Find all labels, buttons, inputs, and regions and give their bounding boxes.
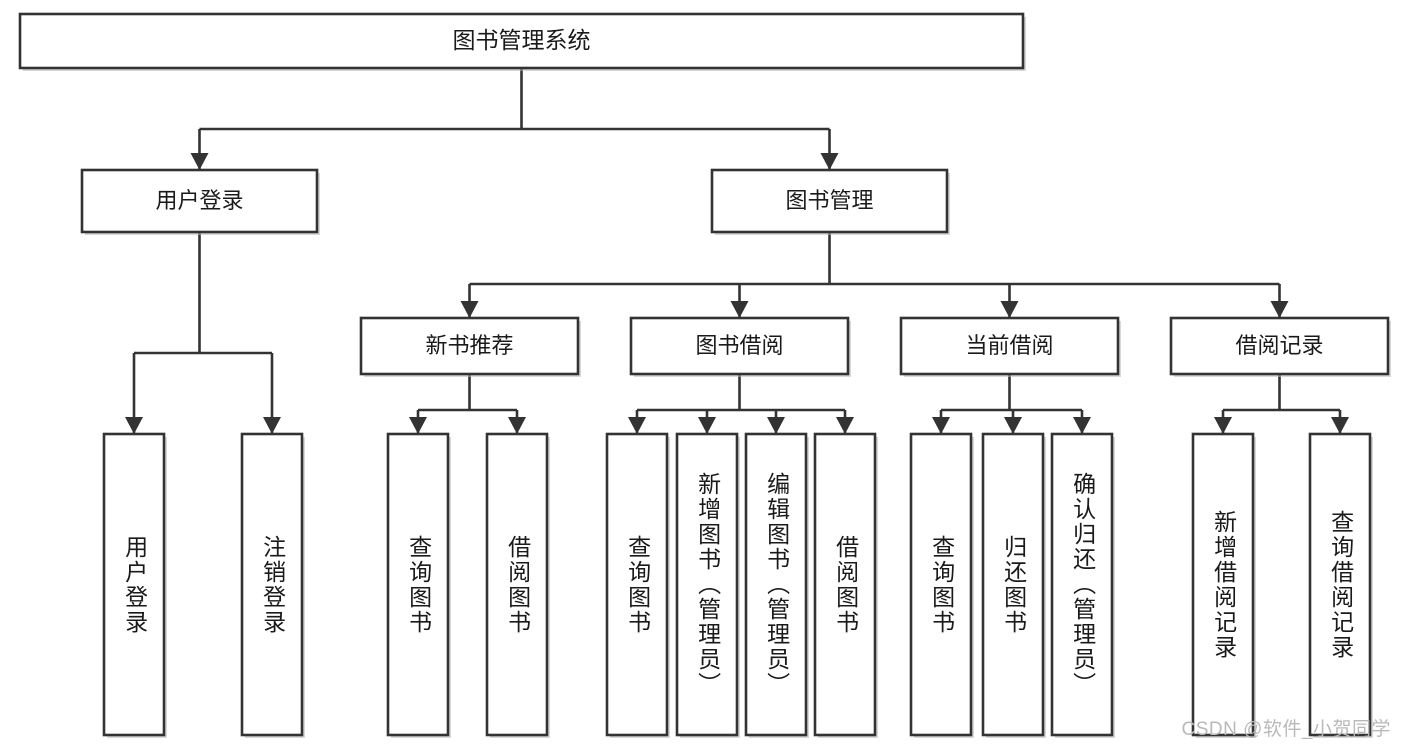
node-box-borrow-record[interactable] bbox=[1169, 316, 1390, 376]
node-box-leaf-borrow-book-2[interactable] bbox=[813, 432, 877, 737]
edge-group-book-manage bbox=[460, 232, 1289, 318]
node-box-leaf-query-record[interactable] bbox=[1308, 432, 1372, 737]
edge-group-new-book-recommend bbox=[409, 374, 526, 434]
node-label-current-borrow: 当前借阅 bbox=[965, 333, 1053, 358]
arrow-head-icon bbox=[628, 417, 646, 434]
node-box-leaf-query-book-3[interactable] bbox=[909, 432, 973, 737]
node-label-user-login: 用户登录 bbox=[155, 188, 243, 213]
edge-group-borrow-record bbox=[1214, 374, 1349, 434]
boxes-layer bbox=[18, 12, 1391, 738]
node-label-root: 图书管理系统 bbox=[453, 27, 591, 53]
arrow-head-icon bbox=[1073, 417, 1091, 434]
watermark-text: CSDN @软件_小贺同学 bbox=[1181, 719, 1391, 740]
node-box-leaf-user-login[interactable] bbox=[102, 432, 166, 737]
edge-group-current-borrow bbox=[932, 374, 1091, 434]
node-box-root[interactable] bbox=[18, 12, 1025, 70]
arrow-head-icon bbox=[460, 301, 479, 318]
node-box-leaf-borrow-book-1[interactable] bbox=[485, 432, 549, 737]
arrow-head-icon bbox=[190, 153, 209, 170]
node-label-new-book-recommend: 新书推荐 bbox=[425, 333, 513, 358]
connectors-layer bbox=[125, 68, 1349, 434]
arrow-head-icon bbox=[932, 417, 950, 434]
arrow-head-icon bbox=[730, 301, 749, 318]
arrow-head-icon bbox=[820, 153, 839, 170]
node-box-user-login[interactable] bbox=[80, 168, 319, 234]
arrow-head-icon bbox=[836, 417, 854, 434]
arrow-head-icon bbox=[767, 417, 785, 434]
node-box-leaf-edit-book[interactable] bbox=[744, 432, 808, 737]
edge-group-root bbox=[190, 68, 839, 170]
arrow-head-icon bbox=[1000, 301, 1019, 318]
arrow-head-icon bbox=[698, 417, 716, 434]
arrow-head-icon bbox=[125, 417, 143, 434]
node-box-leaf-add-record[interactable] bbox=[1191, 432, 1255, 737]
node-box-leaf-return-book[interactable] bbox=[981, 432, 1045, 737]
arrow-head-icon bbox=[409, 417, 427, 434]
node-box-current-borrow[interactable] bbox=[899, 316, 1120, 376]
arrow-head-icon bbox=[263, 417, 281, 434]
node-box-book-borrow[interactable] bbox=[629, 316, 850, 376]
arrow-head-icon bbox=[1004, 417, 1022, 434]
edge-group-book-borrow bbox=[628, 374, 854, 434]
node-box-new-book-recommend[interactable] bbox=[359, 316, 580, 376]
node-box-leaf-add-book[interactable] bbox=[675, 432, 739, 737]
node-label-book-manage: 图书管理 bbox=[785, 188, 873, 213]
arrow-head-icon bbox=[1331, 417, 1349, 434]
node-box-leaf-user-logout[interactable] bbox=[240, 432, 304, 737]
node-label-book-borrow: 图书借阅 bbox=[695, 333, 783, 358]
arrow-head-icon bbox=[1270, 301, 1289, 318]
node-box-leaf-query-book-1[interactable] bbox=[386, 432, 450, 737]
node-box-leaf-query-book-2[interactable] bbox=[605, 432, 669, 737]
edge-group-user-login bbox=[125, 232, 281, 434]
node-label-borrow-record: 借阅记录 bbox=[1235, 333, 1323, 358]
arrow-head-icon bbox=[1214, 417, 1232, 434]
node-box-book-manage[interactable] bbox=[710, 168, 949, 234]
arrow-head-icon bbox=[508, 417, 526, 434]
node-box-leaf-confirm-return[interactable] bbox=[1050, 432, 1114, 737]
